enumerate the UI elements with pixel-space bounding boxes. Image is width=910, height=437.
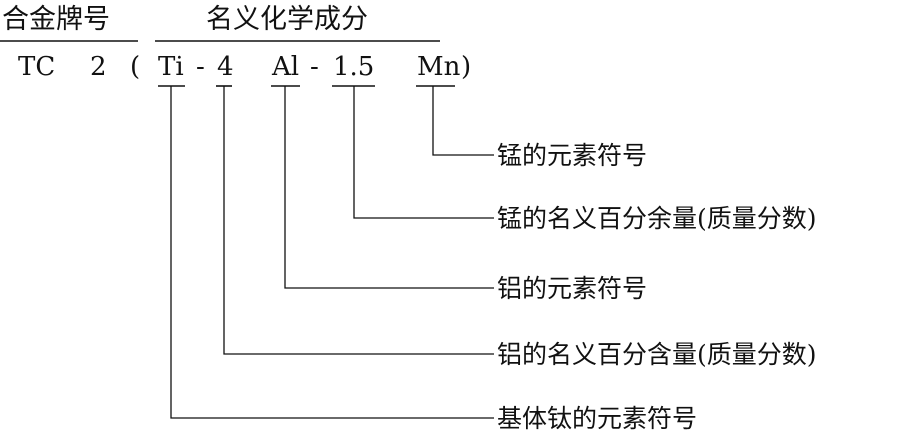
dash-1: - xyxy=(196,52,205,82)
leader-al-content xyxy=(223,86,494,355)
leader-mn-content xyxy=(353,86,494,219)
nominal-composition-header: 名义化学成分 xyxy=(206,4,368,35)
callout-al-symbol: 铝的元素符号 xyxy=(497,274,647,303)
base-element-symbol: Ti xyxy=(158,52,184,82)
dash-2: - xyxy=(310,52,319,82)
leader-al-symbol xyxy=(284,86,494,289)
callout-ti-symbol: 基体钛的元素符号 xyxy=(497,404,697,433)
leader-ti-symbol xyxy=(170,86,494,419)
callout-mn-content: 锰的名义百分余量(质量分数) xyxy=(497,204,817,233)
callout-al-content: 铝的名义百分含量(质量分数) xyxy=(497,340,817,369)
grade-series: TC xyxy=(18,52,55,82)
al-symbol: Al xyxy=(271,52,299,82)
leader-mn-symbol xyxy=(432,86,494,156)
mn-symbol: Mn xyxy=(417,52,461,82)
alloy-grade-header: 合金牌号 xyxy=(2,4,110,35)
al-content: 4 xyxy=(217,52,234,82)
close-paren: ) xyxy=(461,52,471,82)
mn-content: 1.5 xyxy=(333,52,374,82)
grade-number: 2 xyxy=(90,52,107,82)
open-paren: ( xyxy=(130,52,140,82)
callout-mn-symbol: 锰的元素符号 xyxy=(497,141,647,170)
